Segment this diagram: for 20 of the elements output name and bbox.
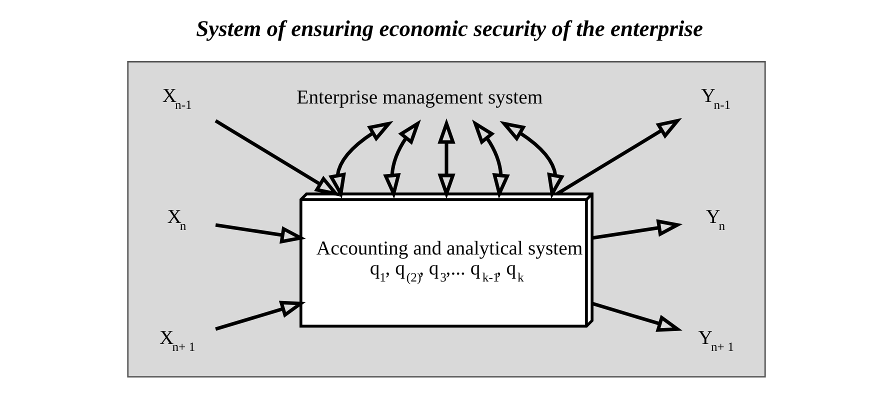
arrow xyxy=(382,120,420,200)
arrow xyxy=(328,120,393,199)
node-text: X$_{n+ 1}$ xyxy=(159,327,195,354)
diagram-title: System of ensuring economic security of the enterprise xyxy=(196,16,702,42)
node-text: X$_{n-1}$ xyxy=(162,85,192,112)
arrow xyxy=(214,119,340,197)
arrow xyxy=(591,302,682,332)
arrow xyxy=(472,120,510,200)
cluster xyxy=(126,61,766,378)
arrow xyxy=(437,118,455,200)
arrow xyxy=(499,120,564,199)
node-text: X$_{n}$ xyxy=(166,206,186,234)
node-text: Y$_{n+ 1}$ xyxy=(698,327,734,354)
arrow xyxy=(556,118,682,196)
arrow xyxy=(214,300,306,331)
node-text: Enterprise management system xyxy=(296,86,542,109)
node-text: Y$_{n-1}$ xyxy=(700,85,730,112)
node-text: Y$_{n}$ xyxy=(706,206,725,234)
arrow xyxy=(591,219,682,240)
arrow xyxy=(214,223,306,244)
